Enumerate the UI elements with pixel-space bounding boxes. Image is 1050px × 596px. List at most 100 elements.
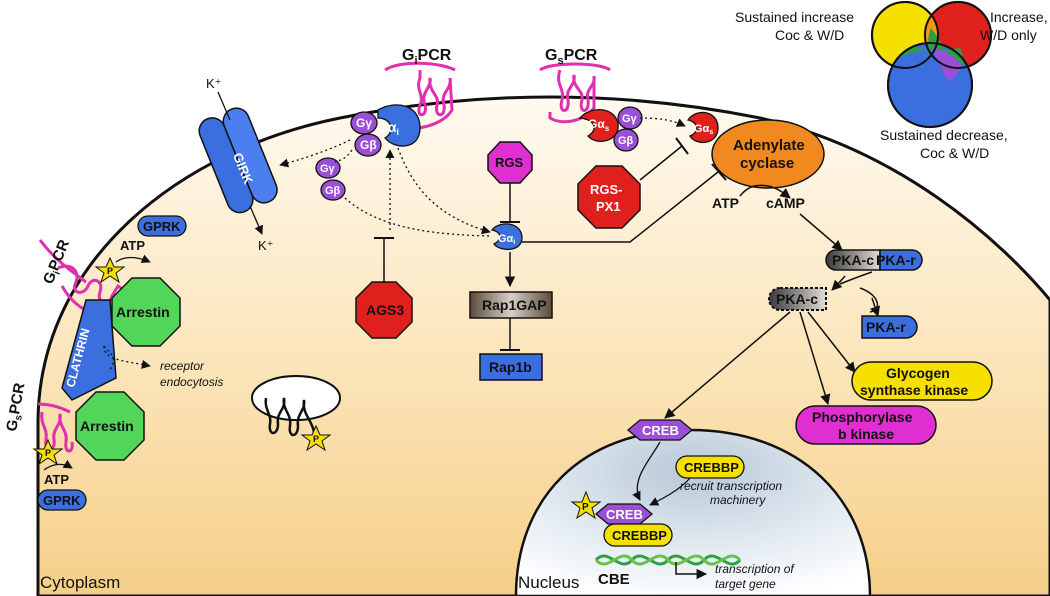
phk-label-a: Phosphorylase <box>812 409 913 425</box>
gprk-top-node <box>137 215 187 237</box>
gi-alpha-label: Gαi <box>377 119 399 137</box>
pka-to-gsk-arrow <box>807 311 856 373</box>
endocytosis-label-a: receptor <box>160 359 205 373</box>
crebbp-node-top <box>675 455 745 479</box>
creb-top-label: CREB <box>642 423 679 438</box>
gbg-to-girk <box>279 139 351 168</box>
pka-r-free <box>861 315 918 339</box>
free-gai-label: Gαi <box>498 233 515 246</box>
rgs-label: RGS <box>495 155 524 170</box>
ags3-node <box>355 281 413 339</box>
rgs-px1-node <box>577 165 641 229</box>
gs-gamma-label: Gγ <box>622 113 638 125</box>
gprk-bottom-label: GPRK <box>43 493 81 508</box>
rgs-px1-label-b: PX1 <box>596 199 621 214</box>
p-nucleus-label: P <box>582 502 589 513</box>
crebbp-node-bottom <box>603 523 673 547</box>
free-gas <box>686 111 719 143</box>
k-plus-bottom: K⁺ <box>258 238 274 253</box>
gspcr-left-label: GsPCR <box>3 381 30 433</box>
endocytosis-label-b: endocytosis <box>160 375 223 389</box>
rgs-px1-inhibit-bar <box>675 137 689 155</box>
adenylate-cyclase-label-b: cyclase <box>740 155 794 172</box>
pka-to-creb-arrow <box>664 311 791 419</box>
gi-heterotrimer <box>350 104 421 157</box>
dna-helix <box>594 554 742 566</box>
gspcr-left-receptor <box>37 402 74 453</box>
atp-left-top-arrow <box>115 254 151 263</box>
arrestin-bottom-label: Arrestin <box>80 418 134 434</box>
rgs-node <box>487 141 533 184</box>
ags3-label: AGS3 <box>366 302 404 318</box>
pka-c-free-label: PKA-c <box>776 291 818 307</box>
atp-top-left-label: ATP <box>120 238 145 253</box>
gi-beta-label: Gβ <box>360 138 377 152</box>
crebbp-recruit-arrow <box>649 477 691 506</box>
p-star-left-bottom <box>32 438 64 466</box>
gipcr-top-receptor <box>384 61 456 131</box>
gprk-top-label: GPRK <box>143 219 181 234</box>
pka-to-phk-arrow <box>799 311 831 406</box>
rap1b-label: Rap1b <box>489 359 532 375</box>
legend-sustained-decrease-sub: Coc & W/D <box>920 145 989 161</box>
k-plus-top-line <box>217 91 231 121</box>
legend-overlap-b <box>898 28 964 66</box>
gai-inhibit-ac-bar <box>711 163 727 181</box>
recruit-label-b: machinery <box>710 493 766 507</box>
atp-left-bottom-arrow <box>43 459 73 471</box>
crebbp-top-label: CREBBP <box>684 460 739 475</box>
adenylate-cyclase-node <box>711 119 825 189</box>
crebbp-bottom-label: CREBBP <box>612 528 667 543</box>
legend-increase-sub: W/D only <box>980 27 1037 43</box>
free-beta-label: Gβ <box>325 185 341 197</box>
rgs-px1-inhibit-line <box>639 145 683 181</box>
gs-heterotrimer <box>578 106 643 152</box>
atp-label: ATP <box>712 195 739 211</box>
arrestin-top-label: Arrestin <box>116 304 170 320</box>
atp-to-camp-arrow <box>739 184 791 199</box>
legend-sustained-decrease: Sustained decrease, <box>880 127 1008 143</box>
phk-label-b: b kinase <box>838 426 894 442</box>
pka-r-complex-label: PKA-r <box>876 252 916 268</box>
rgs-px1-label-a: RGS- <box>590 182 623 197</box>
free-gbg <box>315 157 346 201</box>
gipcr-top-label: GiPCR <box>402 47 452 67</box>
pka-c-complex-label: PKA-c <box>832 252 874 268</box>
pka-r-complex <box>879 249 923 271</box>
free-gamma-label: Gγ <box>320 163 336 175</box>
k-plus-bottom-arrow <box>249 205 263 235</box>
camp-to-pka-arrow <box>799 213 843 251</box>
gai-inhibit-ac <box>522 171 719 243</box>
rap1gap-node <box>469 291 553 319</box>
camp-label: cAMP <box>766 195 805 211</box>
vesicle-p-label: P <box>313 434 319 444</box>
creb-node-top <box>626 419 694 441</box>
k-plus-top: K⁺ <box>206 76 222 91</box>
adenylate-cyclase-label-a: Adenylate <box>733 137 805 154</box>
pka-c-release-arrow <box>831 275 846 291</box>
pka-r-release-arrow <box>870 297 880 317</box>
recruit-label-a: recruit transcription <box>680 479 782 493</box>
free-gai <box>490 223 523 250</box>
phk-node <box>795 405 937 445</box>
legend-sustained-increase: Sustained increase <box>735 9 854 25</box>
transcription-label-a: transcription of <box>715 562 795 576</box>
legend-increase: Increase, <box>990 9 1048 25</box>
gprk-bottom-node <box>37 489 87 511</box>
rap1b-node <box>479 353 543 381</box>
legend-venn <box>871 1 992 128</box>
p-star-nucleus <box>570 490 602 520</box>
creb-to-nucleus-arrow <box>632 441 661 501</box>
arrestin-bottom-node <box>75 391 145 461</box>
gi-gamma-label: Gγ <box>356 116 372 130</box>
arrestin-top-node <box>111 277 181 347</box>
gi-dissociate-arrow <box>397 147 491 235</box>
gsk-node <box>851 361 993 401</box>
vesicle-p-star <box>300 424 332 452</box>
gs-to-ac-arrow <box>639 117 686 127</box>
transcription-arrow <box>675 562 708 580</box>
p-left-bottom-label: P <box>45 448 51 458</box>
legend-overlap-c <box>932 48 962 82</box>
